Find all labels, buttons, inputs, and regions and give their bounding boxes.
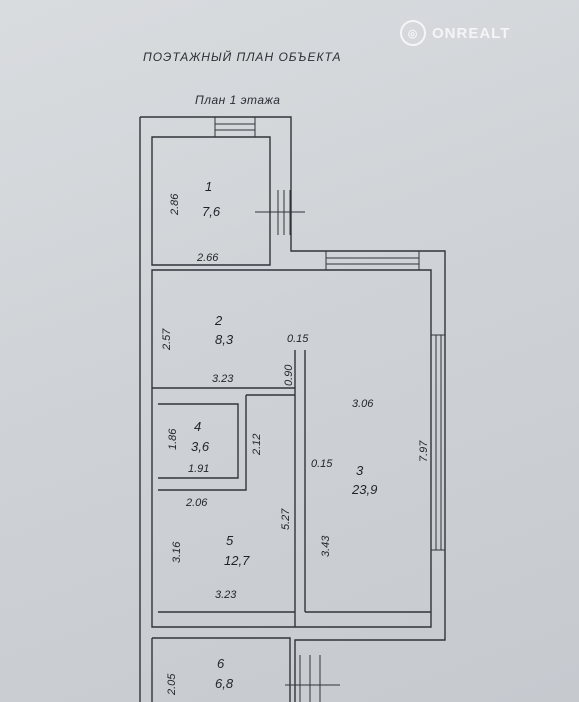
dim-door: 0.90 (283, 364, 295, 386)
partition-vertical (294, 350, 306, 627)
partition-corridor (158, 394, 295, 491)
room-1-area: 7,6 (202, 204, 221, 219)
room-2-number: 2 (214, 313, 223, 328)
lower-room-wall (151, 637, 291, 702)
room-4-area: 3,6 (191, 439, 210, 454)
dim-room2-height: 2.57 (161, 328, 173, 351)
dim-room5-width: 3.23 (215, 589, 237, 601)
watermark: ◎ ONREALT (400, 20, 510, 46)
dim-room3-height: 7.97 (418, 440, 430, 462)
dim-room6-height: 2.05 (166, 673, 178, 696)
room-3-number: 3 (356, 463, 364, 478)
room-5-area: 12,7 (224, 553, 250, 568)
room-6-number: 6 (217, 656, 225, 671)
room-labels: 1 7,6 2 8,3 3 23,9 4 3,6 5 12,7 6 6,8 (191, 179, 377, 691)
outer-wall (139, 116, 446, 702)
room-3-area: 23,9 (351, 482, 377, 497)
page-title: ПОЭТАЖНЫЙ ПЛАН ОБЪЕКТА (143, 50, 342, 64)
dim-partition-thickness: 0.15 (311, 458, 333, 470)
room-2-area: 8,3 (215, 332, 234, 347)
watermark-logo-icon: ◎ (400, 20, 426, 46)
dim-room3-lower: 3.43 (320, 535, 332, 557)
dim-room1-height: 2.86 (169, 193, 181, 216)
dim-room4-height: 1.86 (167, 428, 179, 450)
dim-room5-right: 5.27 (280, 508, 292, 530)
dim-room2-width: 3.23 (212, 373, 234, 385)
walls (139, 116, 446, 702)
dim-room4-width: 1.91 (188, 463, 209, 475)
dimension-labels: 2.86 2.66 2.57 3.23 0.15 0.90 3.06 7.97 … (161, 193, 430, 696)
dim-room5-height: 3.16 (171, 541, 183, 563)
window-room3-top (325, 250, 420, 271)
dim-room1-width: 2.66 (196, 252, 219, 264)
partition-room4 (158, 403, 239, 479)
room-5-number: 5 (226, 533, 234, 548)
room-6-area: 6,8 (215, 676, 234, 691)
windows (214, 116, 446, 551)
room-4-number: 4 (194, 419, 201, 434)
dim-room5-top: 2.06 (185, 497, 208, 509)
dim-room3-width: 3.06 (352, 398, 374, 410)
floor-title: План 1 этажа (195, 93, 281, 107)
window-top (214, 116, 256, 138)
watermark-text: ONREALT (432, 24, 511, 42)
stairs (255, 190, 340, 702)
dim-wall-thickness: 0.15 (287, 333, 309, 345)
room-1-number: 1 (205, 179, 212, 194)
dim-corridor: 2.12 (251, 434, 263, 456)
window-room3-right (430, 334, 446, 551)
